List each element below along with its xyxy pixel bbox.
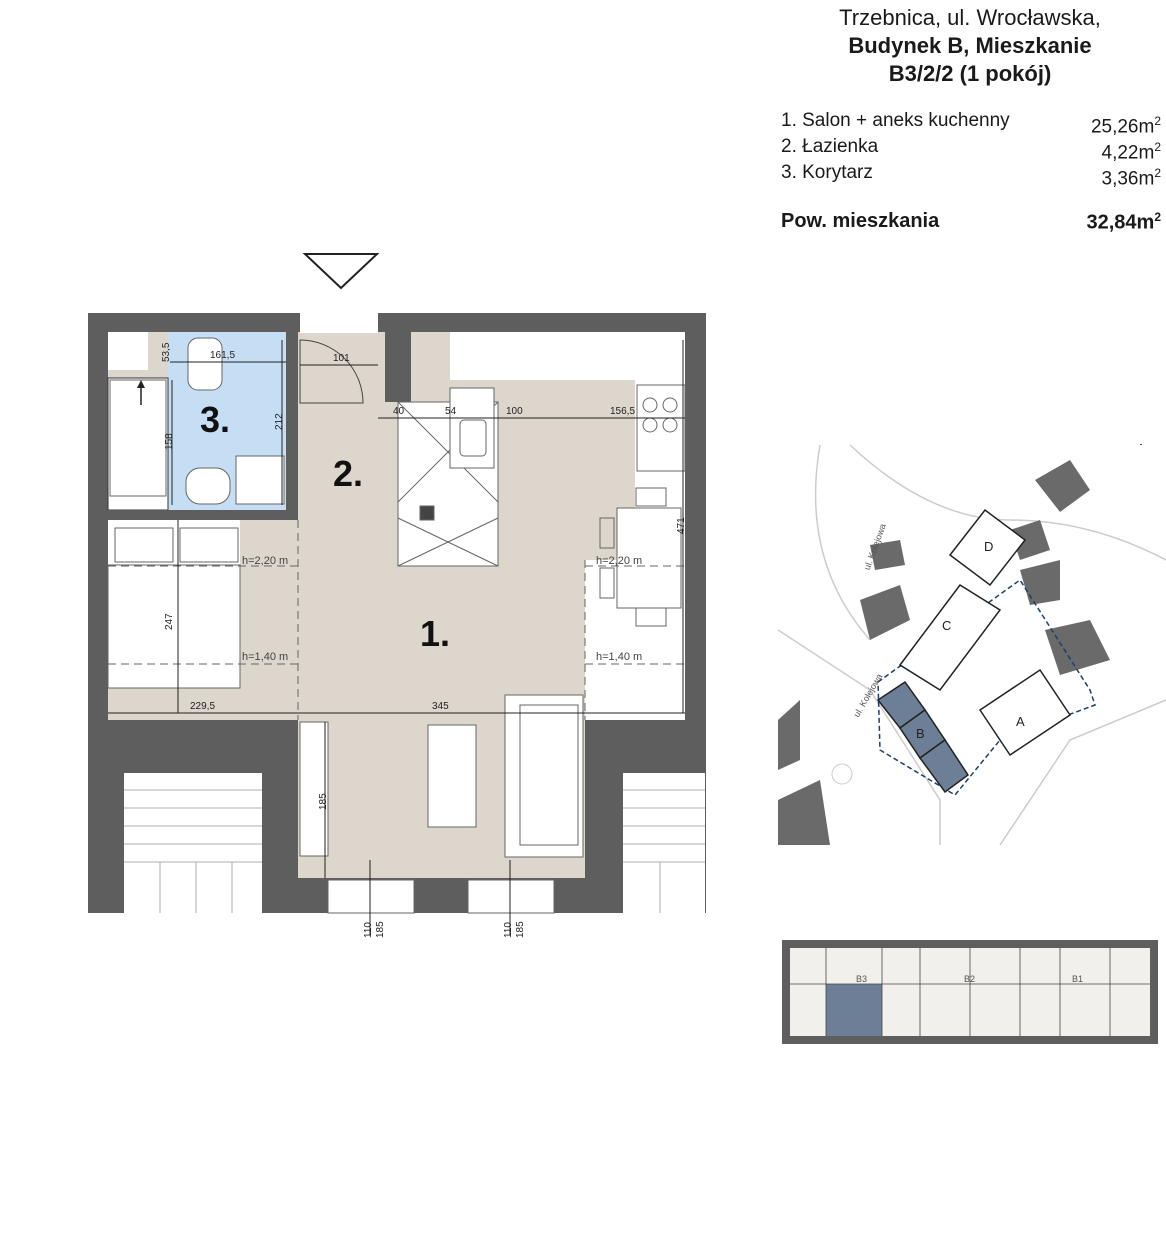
room-number-3: 3. — [200, 399, 230, 440]
dimension-lines — [108, 340, 685, 935]
building-b-highlight — [876, 680, 970, 794]
dim-label: 110 — [363, 922, 374, 938]
building-line: Budynek B, Mieszkanie — [848, 33, 1092, 58]
room-area: 25,26m2 — [1090, 114, 1161, 138]
dim-label: 185 — [318, 793, 329, 810]
furniture — [107, 337, 686, 914]
room-row: 2. Łazienka 4,22m2 — [781, 134, 1162, 164]
site-map: A B C D ul. Kolejowa ul. Kolejowa — [777, 444, 1166, 846]
room-row: 3. Korytarz 3,36m2 — [781, 160, 1162, 190]
total-value: 32,84m2 — [1086, 210, 1161, 234]
building-label: A — [1016, 714, 1025, 729]
dim-label: 212 — [274, 413, 285, 430]
dim-label: 158 — [164, 433, 175, 450]
height-label: h=2,20 m — [596, 555, 642, 567]
room-row: 1. Salon + aneks kuchenny 25,26m2 — [781, 108, 1161, 138]
building-label: D — [984, 539, 993, 554]
dim-label: 101 — [333, 353, 350, 364]
room-name: 1. Salon + aneks kuchenny — [781, 110, 1010, 131]
dim-label: 54 — [445, 406, 457, 417]
dim-label: 100 — [506, 406, 523, 417]
room-list: 1. Salon + aneks kuchenny 25,26m2 2. Łaz… — [781, 108, 1162, 190]
height-label: h=1,40 m — [242, 651, 288, 663]
section-label: B2 — [964, 974, 975, 984]
room-number-2: 2. — [333, 453, 363, 494]
section-label: B1 — [1072, 974, 1083, 984]
dim-label: 345 — [432, 701, 449, 712]
door-swing — [299, 339, 364, 404]
building-label: B — [916, 726, 925, 741]
dim-label: 161,5 — [210, 350, 235, 361]
room-area: 3,36m2 — [1101, 166, 1162, 190]
apartment-highlight — [826, 984, 882, 1036]
total-label: Pow. mieszkania — [781, 210, 940, 232]
dim-label: 40 — [393, 406, 405, 417]
floor-strip: B3 B2 B1 — [782, 940, 1158, 1044]
apartment-header: Trzebnica, ul. Wrocławska, Budynek B, Mi… — [780, 4, 1160, 88]
height-label: h=1,40 m — [596, 651, 642, 663]
dim-label: 110 — [503, 922, 514, 938]
section-label: B3 — [856, 974, 867, 984]
dim-label: 185 — [515, 921, 526, 938]
dim-label: 471 — [676, 517, 687, 534]
room-number-1: 1. — [420, 613, 450, 654]
location-line: Trzebnica, ul. Wrocławska, — [839, 5, 1101, 30]
dim-label: 185 — [375, 921, 386, 938]
arrow-head-icon — [137, 380, 145, 388]
entrance-triangle-icon — [302, 253, 380, 290]
room-name: 3. Korytarz — [781, 162, 873, 183]
dim-label: 156,5 — [610, 406, 635, 417]
building-label: C — [942, 618, 951, 633]
total-area: Pow. mieszkania 32,84m2 — [781, 210, 1161, 235]
slope-lines — [108, 520, 685, 720]
room-name: 2. Łazienka — [781, 136, 879, 157]
room-area: 4,22m2 — [1101, 140, 1162, 164]
balcony-tiles — [124, 789, 705, 913]
apartment-id-line: B3/2/2 (1 pokój) — [888, 61, 1052, 86]
dim-label: 247 — [164, 613, 175, 630]
dim-label: 229,5 — [190, 701, 215, 712]
dim-label: 53,5 — [161, 342, 172, 362]
height-label: h=2,20 m — [242, 555, 288, 567]
